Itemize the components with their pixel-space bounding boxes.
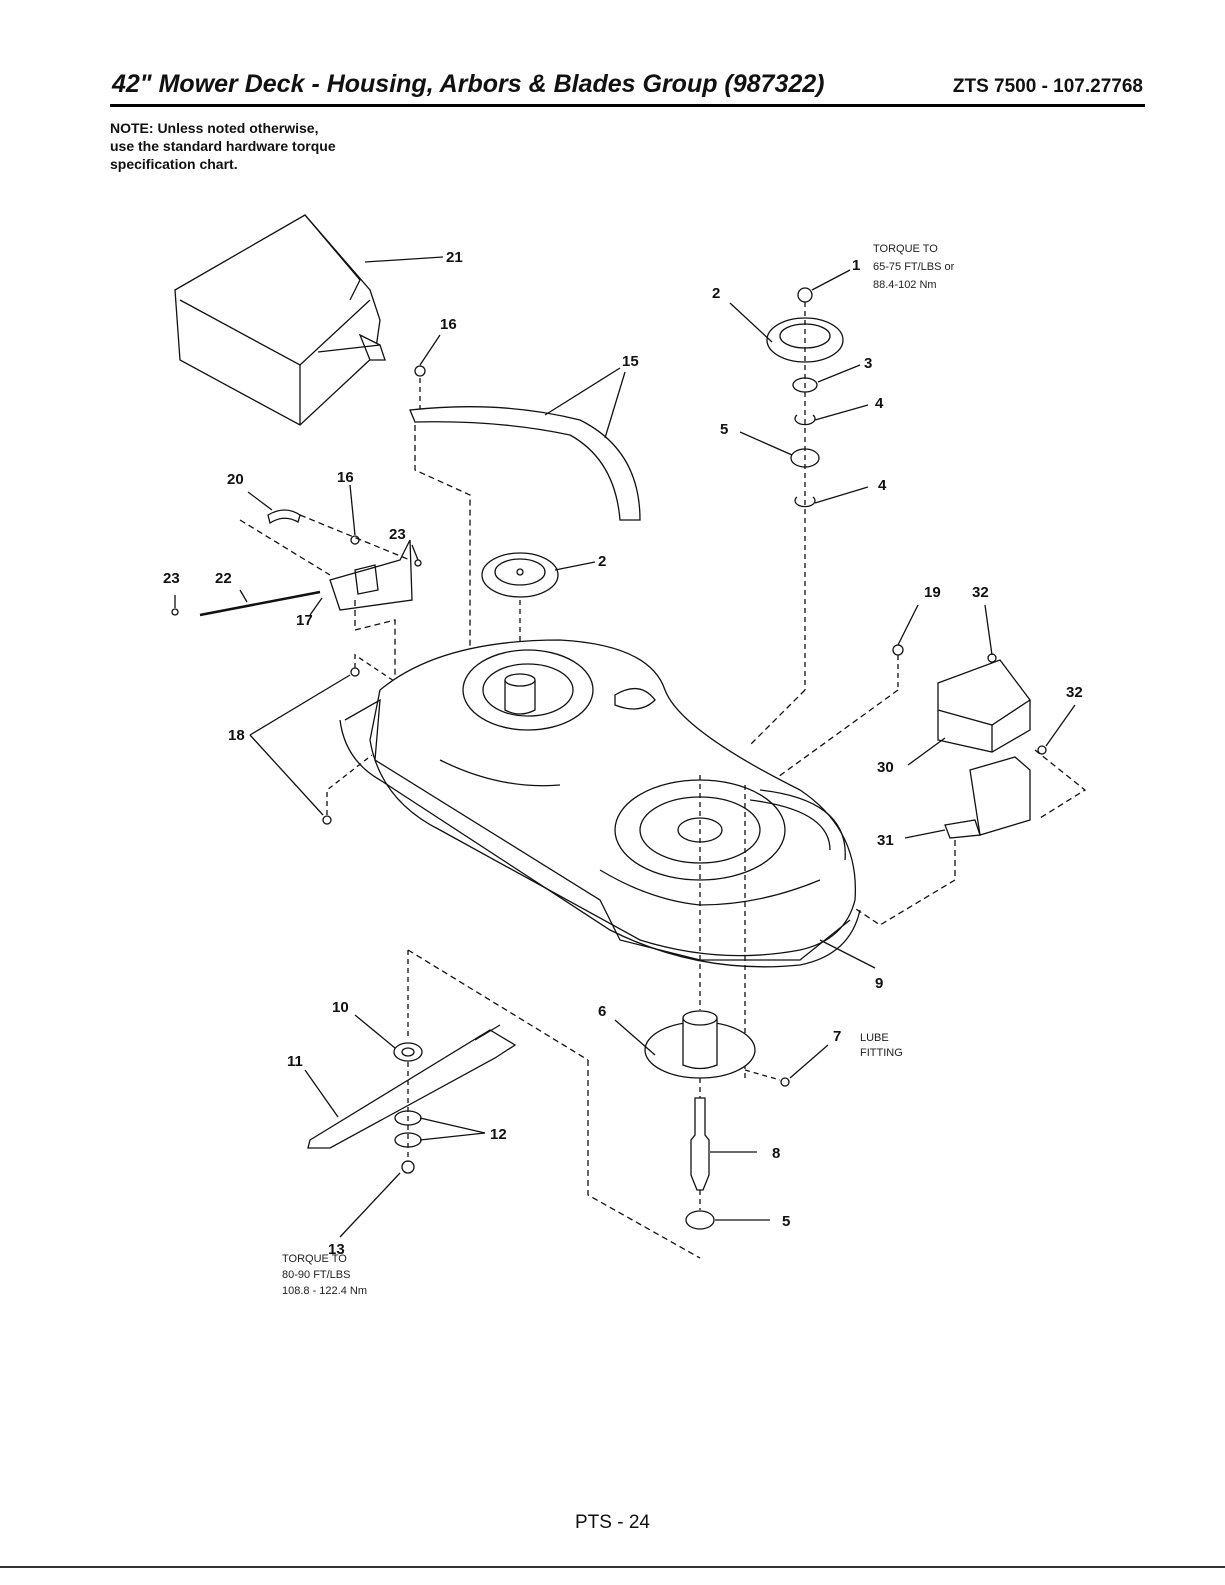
lube-fitting-line2: FITTING <box>860 1047 903 1059</box>
page-number: PTS - 24 <box>575 1512 650 1533</box>
callout-21: 21 <box>446 249 463 266</box>
torque-spec-bottom-line2: 80-90 FT/LBS <box>282 1269 350 1281</box>
callout-18: 18 <box>228 727 245 744</box>
callout-5-top: 5 <box>720 421 728 438</box>
callout-22: 22 <box>215 570 232 587</box>
callout-10: 10 <box>332 999 349 1016</box>
callout-6: 6 <box>598 1003 606 1020</box>
callout-31: 31 <box>877 832 894 849</box>
callout-32-top: 32 <box>972 584 989 601</box>
callout-9: 9 <box>875 975 883 992</box>
callout-16-top: 16 <box>440 316 457 333</box>
callout-2-lower: 2 <box>598 553 606 570</box>
callout-4-lower: 4 <box>878 477 887 494</box>
bolt-18-part <box>249 653 401 825</box>
callout-23-right: 23 <box>389 526 406 543</box>
callout-15: 15 <box>622 353 639 370</box>
torque-note: NOTE: Unless noted otherwise, use the st… <box>110 120 336 172</box>
callout-11: 11 <box>287 1053 303 1070</box>
spindle-housing-part <box>614 1010 829 1087</box>
idler-bracket-part <box>171 484 422 720</box>
callout-7: 7 <box>833 1028 841 1045</box>
callout-32-right: 32 <box>1066 684 1083 701</box>
pulley-2-lower-part <box>481 552 596 660</box>
callout-16-lower: 16 <box>337 469 354 486</box>
torque-spec-top-line1: TORQUE TO <box>873 243 938 255</box>
torque-spec-bottom-line1: TORQUE TO <box>282 1253 347 1265</box>
right-spindle-stack-part <box>729 269 869 746</box>
blade-assembly-part <box>304 949 589 1238</box>
side-shield-part <box>759 604 1087 926</box>
callout-17: 17 <box>296 612 313 629</box>
callout-1: 1 <box>852 257 860 274</box>
callout-8: 8 <box>772 1145 780 1162</box>
spindle-shaft-part <box>587 1060 770 1259</box>
callout-23-left: 23 <box>163 570 180 587</box>
callout-5-bottom: 5 <box>782 1213 790 1230</box>
torque-spec-top-line3: 88.4-102 Nm <box>873 279 937 291</box>
callout-4-top: 4 <box>875 395 884 412</box>
page-title: 42" Mower Deck - Housing, Arbors & Blade… <box>112 70 825 98</box>
callout-30: 30 <box>877 759 894 776</box>
callout-13: 13 <box>328 1241 345 1258</box>
torque-spec-top-line2: 65-75 FT/LBS or <box>873 261 955 273</box>
callout-19: 19 <box>924 584 941 601</box>
model-number: ZTS 7500 - 107.27768 <box>952 76 1143 97</box>
torque-spec-bottom-line3: 108.8 - 122.4 Nm <box>282 1285 367 1297</box>
bolt-16-part <box>414 334 441 420</box>
header-rule <box>110 104 1145 107</box>
callout-20: 20 <box>227 471 244 488</box>
deck-housing-part <box>339 639 876 1080</box>
deflector-chute-part <box>174 214 444 426</box>
footer-rule <box>0 1566 1225 1568</box>
lube-fitting-line1: LUBE <box>860 1032 889 1044</box>
callout-3: 3 <box>864 355 872 372</box>
callout-2-top: 2 <box>712 285 720 302</box>
callout-12: 12 <box>490 1126 507 1143</box>
belt-guide-part <box>409 367 641 700</box>
